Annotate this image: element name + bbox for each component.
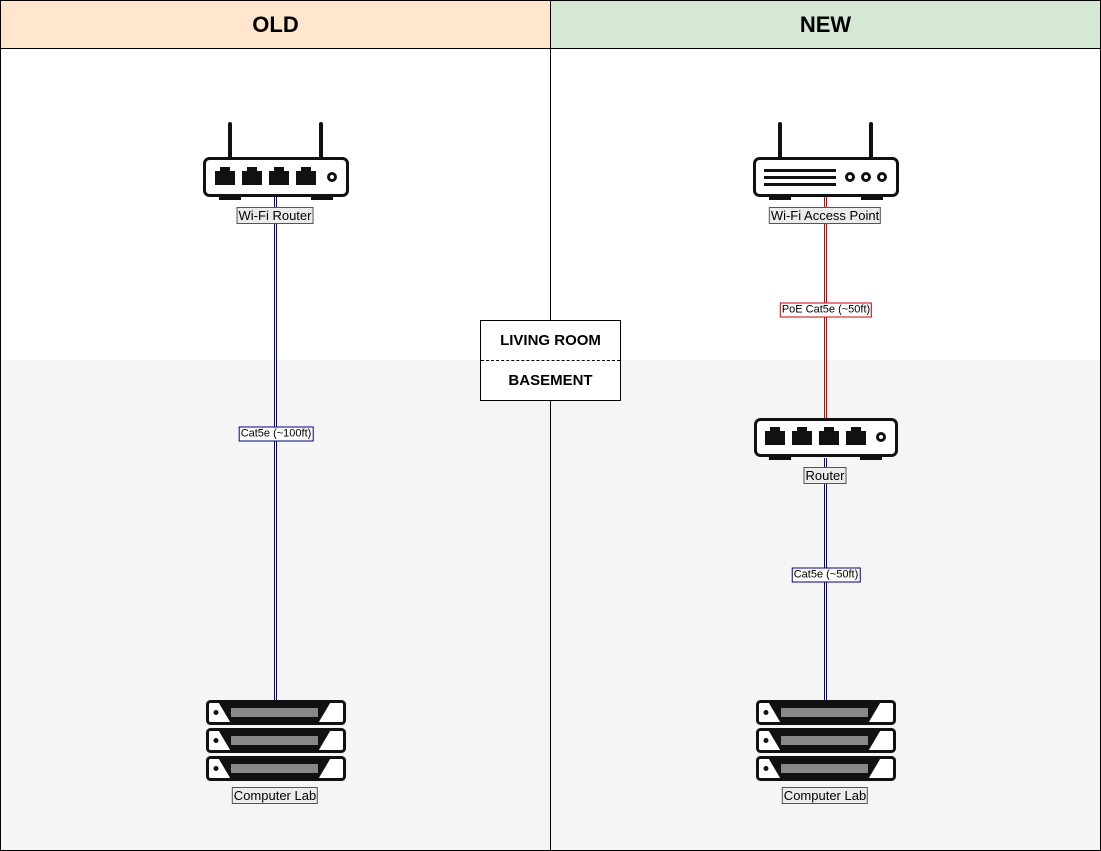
new-computer-lab-label: Computer Lab (781, 787, 869, 804)
old-cat5e-cable (274, 196, 277, 702)
basement-zone (0, 360, 1101, 851)
living-room-label: LIVING ROOM (500, 332, 601, 349)
zone-divider (481, 360, 620, 361)
server-rack-icon (206, 700, 346, 781)
old-cat5e-cable-label: Cat5e (~100ft) (238, 426, 314, 442)
old-wifi-router-label: Wi-Fi Router (236, 207, 314, 224)
zone-legend: LIVING ROOM BASEMENT (480, 320, 621, 401)
new-router-label: Router (803, 467, 847, 484)
basement-label: BASEMENT (508, 372, 593, 389)
old-computer-lab-label: Computer Lab (231, 787, 319, 804)
living-room-zone (0, 49, 1101, 360)
server-rack-icon (756, 700, 896, 781)
old-column-header: OLD (0, 0, 551, 49)
new-column-header: NEW (550, 0, 1101, 49)
wifi-router-icon (203, 122, 349, 200)
wifi-access-point-icon (753, 122, 899, 200)
new-wifi-access-point-label: Wi-Fi Access Point (768, 207, 882, 224)
router-icon (754, 418, 898, 460)
new-poe-cable-label: PoE Cat5e (~50ft) (779, 302, 873, 318)
new-cat5e-cable-label: Cat5e (~50ft) (791, 567, 861, 583)
